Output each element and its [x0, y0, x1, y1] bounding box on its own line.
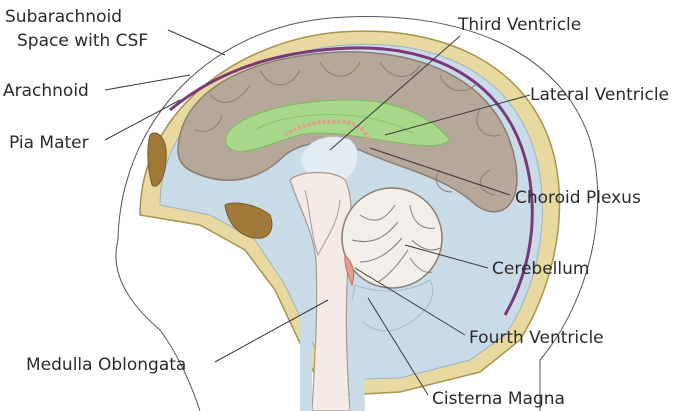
fourth-ventricle [344, 253, 355, 287]
label-cerebellum: Cerebellum [492, 259, 589, 279]
frontal-sinus [147, 132, 167, 187]
label-pia-mater: Pia Mater [9, 133, 89, 153]
leader-arachnoid [104, 74, 191, 91]
gyri [194, 61, 501, 196]
leader-choroid-plexus [369, 147, 511, 196]
pons [304, 189, 341, 257]
sphenoid-sinus [224, 202, 273, 239]
leader-pia-mater [104, 99, 181, 141]
head-outline [117, 16, 599, 411]
label-cisterna-magna: Cisterna Magna [432, 389, 565, 409]
label-choroid-plexus: Choroid Plexus [515, 188, 641, 208]
label-fourth-ventricle: Fourth Ventricle [469, 328, 604, 348]
leader-subarachnoid [167, 29, 226, 56]
label-lateral-ventricle: Lateral Ventricle [530, 85, 669, 105]
brainstem [289, 171, 352, 411]
face-outline [115, 239, 201, 411]
choroid-plexus [283, 119, 370, 141]
label-arachnoid: Arachnoid [3, 81, 89, 101]
arachnoid-membrane [169, 46, 534, 316]
leader-lateral-ventricle [384, 94, 531, 136]
leader-cerebellum [404, 244, 489, 269]
label-subarachnoid-line2: Space with CSF [17, 31, 148, 51]
spinal-csf-right [350, 300, 365, 411]
lateral-ventricle-inner [254, 114, 416, 136]
label-third-ventricle: Third Ventricle [457, 15, 581, 35]
leader-third-ventricle [329, 35, 461, 151]
leader-cisterna-magna [367, 297, 429, 396]
lateral-ventricle [225, 99, 451, 153]
label-subarachnoid-line1: Subarachnoid [5, 7, 122, 27]
label-medulla-oblongata: Medulla Oblongata [26, 355, 186, 375]
spinal-csf-left [300, 300, 312, 411]
cerebellum [341, 187, 443, 289]
leader-fourth-ventricle [354, 267, 466, 336]
leader-medulla-oblongata [214, 299, 329, 363]
